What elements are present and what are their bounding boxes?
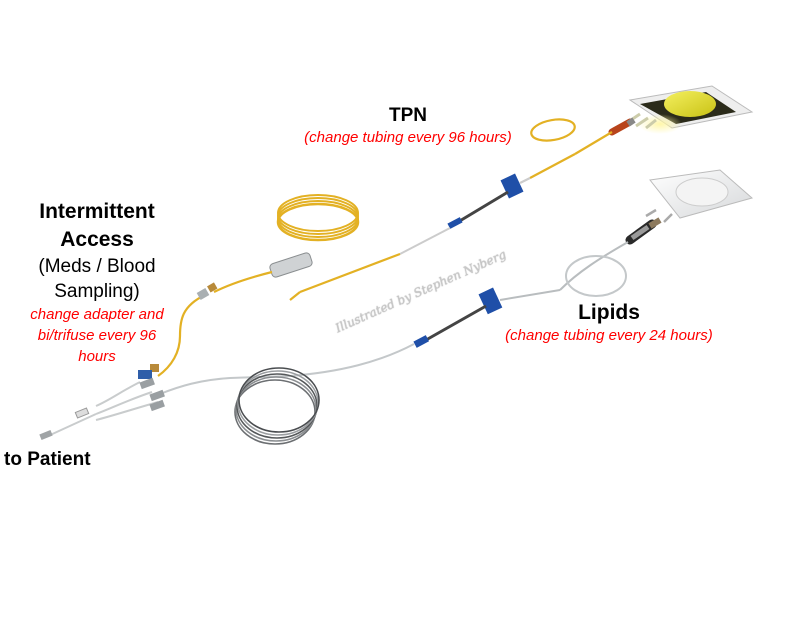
lipid-coil <box>234 367 320 445</box>
ia-note-line3: hours <box>78 348 116 365</box>
tpn-title: TPN <box>389 105 427 126</box>
lipid-bag <box>645 169 754 223</box>
lipids-label: Lipids (change tubing every 24 hours) <box>478 300 740 346</box>
tpn-filter <box>608 117 636 136</box>
intermittent-access-adapter <box>138 282 218 379</box>
ia-note-line2: bi/trifuse every 96 <box>37 327 157 344</box>
ia-title-line2: Access <box>60 228 134 251</box>
lipid-pump-clamp <box>413 287 503 348</box>
ia-sub-line2: Sampling) <box>54 281 140 302</box>
tpn-pump-clamp <box>447 173 524 229</box>
to-patient-title: to Patient <box>4 449 91 470</box>
tpn-label: TPN (change tubing every 96 hours) <box>290 104 526 148</box>
intermittent-access-label: Intermittent Access (Meds / Blood Sampli… <box>2 198 192 367</box>
trifuse-connector <box>47 381 159 437</box>
tpn-change-note: (change tubing every 96 hours) <box>304 129 512 146</box>
ia-sub-line1: (Meds / Blood <box>38 256 156 277</box>
tpn-cassette <box>269 252 313 278</box>
lipids-title: Lipids <box>578 301 640 324</box>
lipid-tubing <box>499 241 629 301</box>
lipids-change-note: (change tubing every 24 hours) <box>505 327 713 344</box>
to-patient-label: to Patient <box>4 448 124 472</box>
lipid-filter <box>625 217 662 245</box>
ia-title-line1: Intermittent <box>39 200 155 223</box>
tpn-bag <box>627 85 754 134</box>
tpn-tubing <box>519 118 613 184</box>
ia-note-line1: change adapter and <box>30 306 164 323</box>
